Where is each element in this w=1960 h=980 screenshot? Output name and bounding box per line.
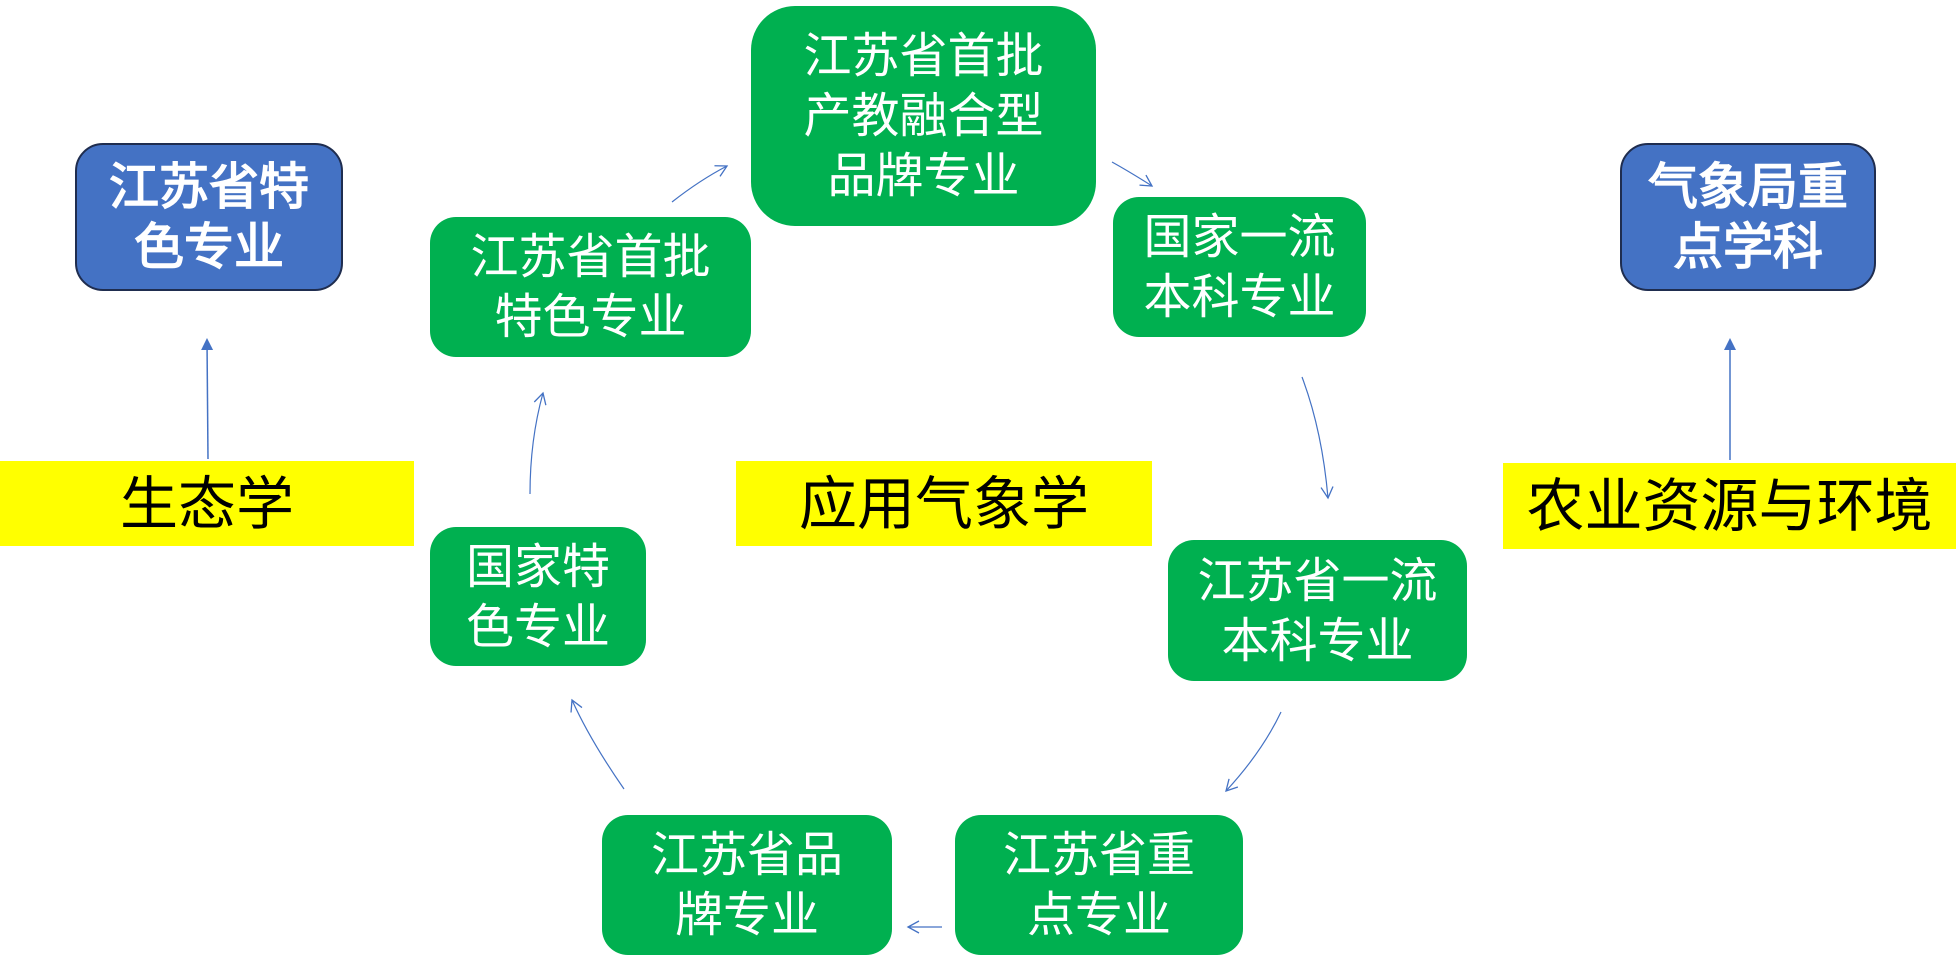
right-major-box: 农业资源与环境 [1503, 463, 1956, 549]
cycle-node-label: 国家一流 本科专业 [1143, 209, 1336, 325]
center-major-label: 应用气象学 [798, 469, 1089, 538]
cycle-node-label: 江苏省首批 产教融合型 品牌专业 [803, 28, 1044, 204]
left-major-label: 生态学 [119, 469, 294, 538]
cycle-node-jiangsu-first-industry-education: 江苏省首批 产教融合型 品牌专业 [751, 6, 1096, 226]
cycle-node-jiangsu-key: 江苏省重 点专业 [955, 815, 1243, 955]
center-major-box: 应用气象学 [736, 461, 1152, 546]
left-honor-label: 江苏省特 色专业 [109, 158, 309, 276]
cycle-node-national-first-class: 国家一流 本科专业 [1113, 197, 1366, 337]
right-honor-box: 气象局重 点学科 [1620, 143, 1876, 291]
arrow-national-characteristic-to-first-characteristic [529, 391, 547, 495]
cycle-node-jiangsu-brand: 江苏省品 牌专业 [602, 815, 892, 955]
cycle-node-jiangsu-first-class: 江苏省一流 本科专业 [1168, 540, 1467, 681]
right-honor-label: 气象局重 点学科 [1648, 158, 1848, 276]
cycle-node-label: 江苏省一流 本科专业 [1197, 552, 1438, 669]
arrow-brand-to-national-characteristic [570, 698, 625, 790]
arrow-jiangsu-first-to-key [1225, 711, 1282, 792]
right-major-label: 农业资源与环境 [1526, 472, 1933, 540]
cycle-node-label: 江苏省首批 特色专业 [470, 229, 711, 345]
cycle-node-label: 国家特 色专业 [465, 538, 610, 655]
arrow-left-major-to-honor [201, 338, 214, 460]
arrow-industry-to-national-first [1111, 161, 1154, 187]
cycle-node-jiangsu-first-characteristic: 江苏省首批 特色专业 [430, 217, 751, 357]
arrow-national-first-to-jiangsu-first [1301, 376, 1334, 500]
cycle-node-label: 江苏省品 牌专业 [650, 827, 843, 943]
arrow-first-characteristic-to-industry [671, 165, 729, 203]
left-honor-box: 江苏省特 色专业 [75, 143, 343, 291]
cycle-node-national-characteristic: 国家特 色专业 [430, 527, 646, 666]
cycle-node-label: 江苏省重 点专业 [1002, 827, 1195, 943]
left-major-box: 生态学 [0, 461, 414, 546]
